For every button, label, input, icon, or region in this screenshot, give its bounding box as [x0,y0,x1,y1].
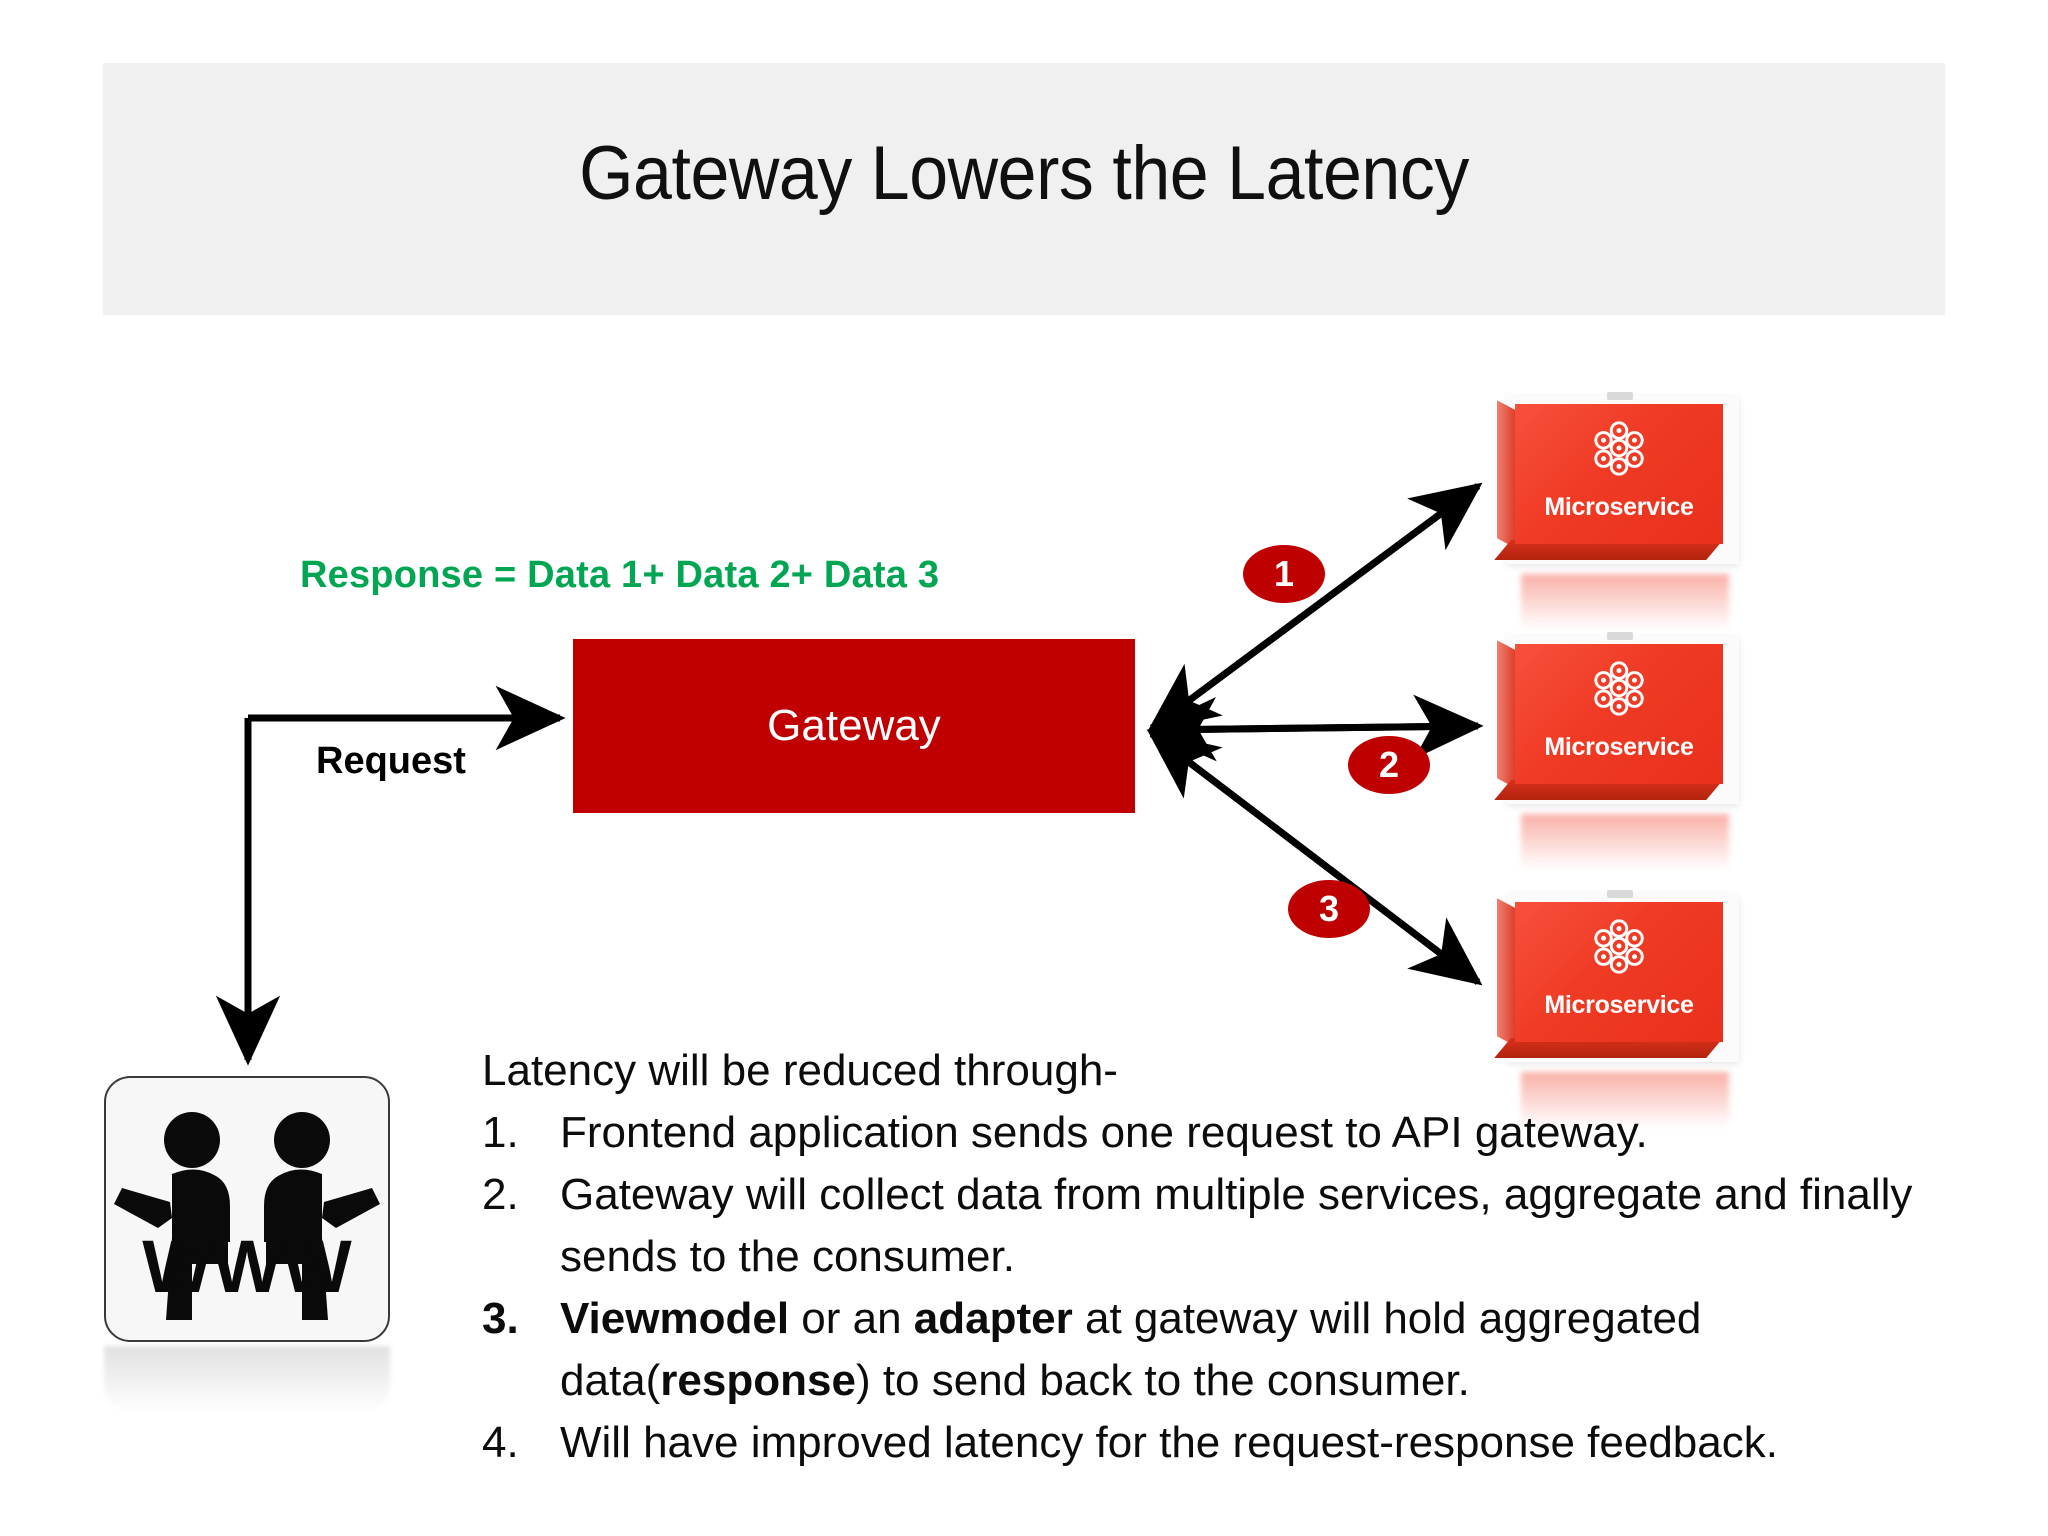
svg-text:WWW: WWW [142,1225,352,1308]
list-item-text: Viewmodel or an adapter at gateway will … [560,1294,1702,1405]
hex-cluster-icon [1594,421,1644,476]
microservice-label: Microservice [1544,493,1694,521]
microservice-tile-3[interactable]: Microservice [1494,890,1739,1128]
response-equation-label: Response = Data 1+ Data 2+ Data 3 [300,554,940,596]
tile-face: Microservice [1515,902,1723,1042]
list-item-number: 3. [482,1294,519,1343]
body-list-item: 4. Will have improved latency for the req… [482,1412,1942,1474]
list-item-text: Frontend application sends one request t… [560,1108,1648,1157]
request-label: Request [316,740,466,782]
body-list-item: 2. Gateway will collect data from multipl… [482,1164,1942,1288]
hex-cluster-icon [1594,661,1644,716]
consumer-tile-reflection [104,1346,390,1412]
hex-cluster-icon [1594,919,1644,974]
microservice-tile-2[interactable]: Microservice [1494,632,1739,870]
step-badge-2: 2 [1348,736,1430,794]
microservice-label: Microservice [1544,733,1694,761]
gateway-service-2-connector [1146,694,1484,762]
tile-reflection [1521,814,1729,870]
gateway-box[interactable]: Gateway [573,639,1135,813]
list-item-text: Will have improved latency for the reque… [560,1418,1778,1467]
body-intro: Latency will be reduced through- [482,1046,1118,1095]
gateway-label: Gateway [767,701,941,750]
page-title: Gateway Lowers the Latency [579,131,1469,216]
list-item-number: 4. [482,1418,519,1467]
tile-face: Microservice [1515,404,1723,544]
microservice-tile-1[interactable]: Microservice [1494,392,1739,630]
body-text-block: Latency will be reduced through- 1. Front… [482,1040,1942,1474]
www-users-icon: WWW [114,1112,380,1320]
title-band [103,63,1945,315]
tile-nub [1607,632,1633,640]
gateway-service-3-connector [1147,730,1483,986]
tile-reflection [1521,1072,1729,1128]
list-item-number: 1. [482,1108,519,1157]
step-badge-1: 1 [1243,545,1325,603]
list-item-text: Gateway will collect data from multiple … [560,1170,1913,1281]
body-list-item: 3. Viewmodel or an adapter at gateway wil… [482,1288,1942,1412]
body-list-item: 1. Frontend application sends one request… [482,1102,1942,1164]
tile-face: Microservice [1515,644,1723,784]
consumer-www-tile[interactable]: WWW [104,1076,390,1342]
microservice-label: Microservice [1544,991,1694,1019]
step-badge-3: 3 [1288,880,1370,938]
tile-reflection [1521,574,1729,630]
tile-nub [1607,890,1633,898]
gateway-service-1-connector [1147,482,1483,732]
tile-nub [1607,392,1633,400]
list-item-number: 2. [482,1170,519,1219]
body-list: 1. Frontend application sends one request… [482,1102,1942,1474]
